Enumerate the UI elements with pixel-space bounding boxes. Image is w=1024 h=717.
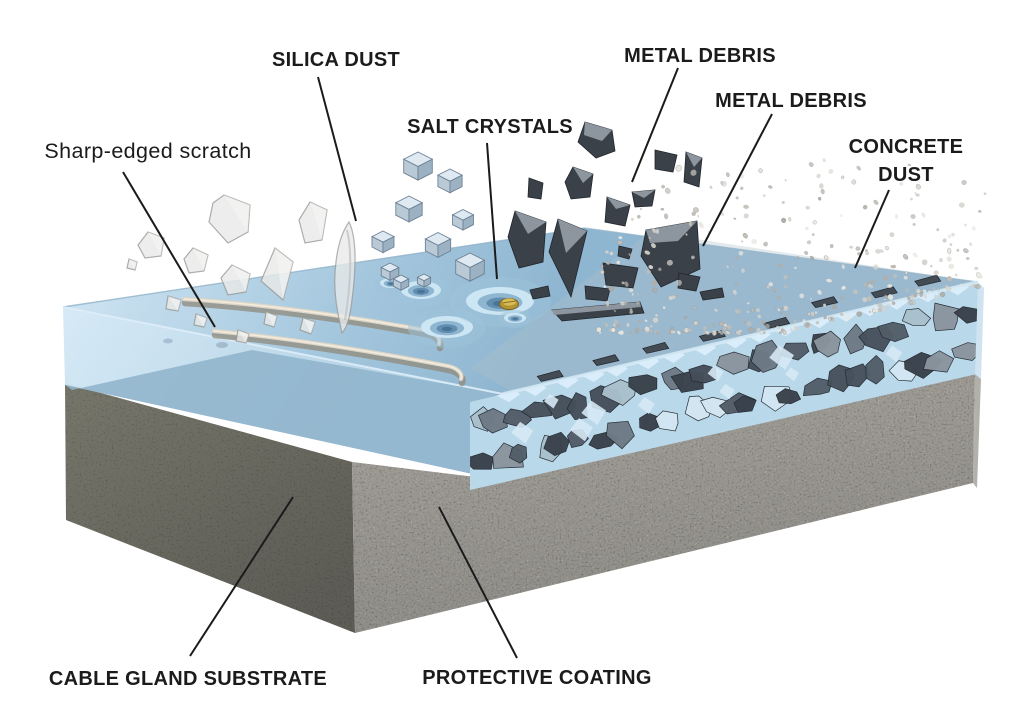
leader-line-metal-debris-lower xyxy=(702,113,773,247)
label-silica-dust: SILICA DUST xyxy=(272,49,400,71)
label-protective-coating: PROTECTIVE COATING xyxy=(422,667,651,689)
leader-line-sharp-edged-scratch xyxy=(122,171,216,328)
annotation-silica-dust: SILICA DUST xyxy=(272,49,400,222)
silica-dust-particles xyxy=(126,194,356,344)
leader-line-silica-dust xyxy=(317,76,357,222)
annotation-salt-crystals: SALT CRYSTALS xyxy=(407,116,573,280)
label-metal-debris-upper: METAL DEBRIS xyxy=(624,45,776,67)
labels-layer: Sharp-edged scratch SILICA DUST SALT CRYST… xyxy=(44,45,963,690)
leader-line-concrete-dust xyxy=(854,189,890,269)
annotation-cable-gland-substrate: CABLE GLAND SUBSTRATE xyxy=(49,496,327,690)
leader-line-salt-crystals xyxy=(486,142,498,280)
cable-gland-substrate-block xyxy=(65,374,981,633)
surface-dimple xyxy=(163,338,173,344)
scratch-grooves xyxy=(163,296,466,387)
coating-top-dust-tint xyxy=(470,232,978,392)
substrate-right-face xyxy=(973,374,981,488)
coating-front-left-edge xyxy=(62,306,504,395)
surface-dimple xyxy=(216,342,228,348)
leader-line-protective-coating xyxy=(438,506,518,659)
concrete-dust-cloud xyxy=(596,158,987,336)
coating-back-edge xyxy=(62,227,586,308)
gold-particle xyxy=(499,298,519,310)
label-cable-gland-substrate: CABLE GLAND SUBSTRATE xyxy=(49,668,327,690)
coating-front-face-tint xyxy=(65,350,503,480)
annotation-sharp-edged-scratch: Sharp-edged scratch xyxy=(44,139,251,328)
salt-crystal-cubes xyxy=(371,151,486,291)
leader-line-cable-gland-substrate xyxy=(189,496,294,657)
coating-right-face xyxy=(975,282,984,379)
metal-debris-chunks xyxy=(507,121,942,382)
label-sharp-edged-scratch: Sharp-edged scratch xyxy=(44,139,251,163)
label-salt-crystals: SALT CRYSTALS xyxy=(407,116,573,138)
annotation-metal-debris-upper: METAL DEBRIS xyxy=(624,45,776,183)
coating-broken-edge-highlight xyxy=(502,280,979,396)
annotation-metal-debris-lower: METAL DEBRIS xyxy=(702,90,867,247)
annotation-protective-coating: PROTECTIVE COATING xyxy=(422,506,651,689)
label-metal-debris-lower: METAL DEBRIS xyxy=(715,90,867,112)
leader-line-metal-debris-upper xyxy=(631,67,679,183)
